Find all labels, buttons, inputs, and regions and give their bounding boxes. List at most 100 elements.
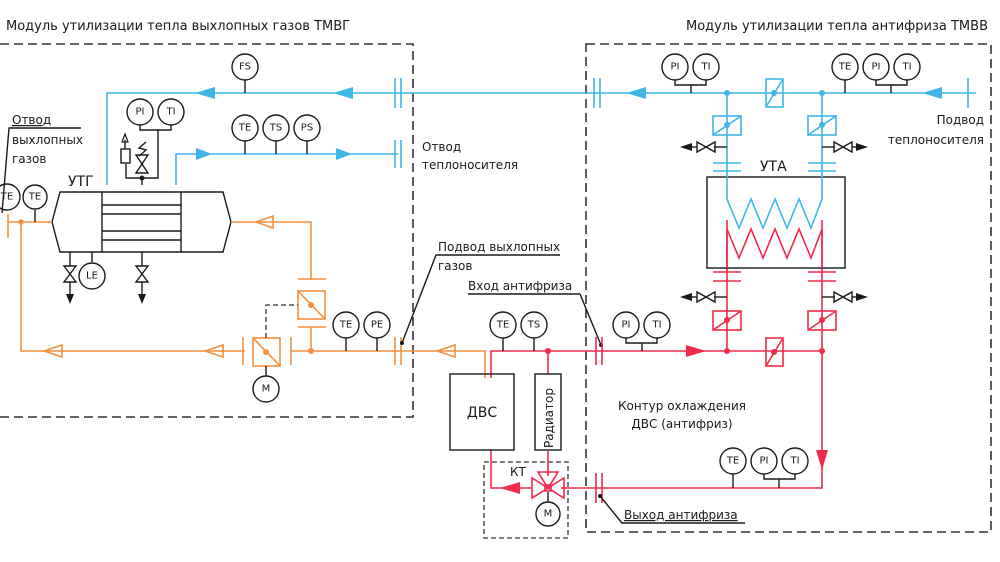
flow-arrow xyxy=(626,87,646,99)
flow-arrow xyxy=(434,343,456,359)
svg-text:Выход антифриза: Выход антифриза xyxy=(624,508,738,522)
instrument-ts-antifreeze: TS xyxy=(520,311,548,351)
instrument-te-antifreeze: TE xyxy=(489,311,517,351)
svg-text:FS: FS xyxy=(239,62,251,73)
svg-text:LE: LE xyxy=(86,271,98,282)
svg-text:TE: TE xyxy=(726,456,739,467)
module-boundary-tmvg xyxy=(0,43,414,418)
flow-arrow xyxy=(195,87,215,99)
svg-text:PI: PI xyxy=(760,456,769,467)
utg-label: УТГ xyxy=(68,174,94,190)
svg-text:теплоносителя: теплоносителя xyxy=(422,158,518,172)
svg-text:TE: TE xyxy=(339,320,352,331)
svg-text:TI: TI xyxy=(789,456,799,467)
flow-arrow xyxy=(196,148,212,160)
antifreeze-bypass-valve xyxy=(765,337,784,367)
coolant-bypass-valve xyxy=(765,78,784,108)
uta-heat-exchanger: УТА xyxy=(706,159,846,269)
svg-text:TI: TI xyxy=(165,107,175,118)
callout-exhaust-out: Отвод выхлопных газов xyxy=(1,113,83,214)
svg-text:TS: TS xyxy=(527,320,540,331)
flow-arrow xyxy=(922,87,942,99)
svg-text:TI: TI xyxy=(651,320,661,331)
flow-arrow xyxy=(816,450,828,470)
svg-text:PS: PS xyxy=(301,123,313,134)
svg-text:TE: TE xyxy=(838,62,851,73)
svg-text:PI: PI xyxy=(136,107,145,118)
svg-text:газов: газов xyxy=(438,259,472,273)
instrument-pi-ti-utg: PI TI xyxy=(125,98,185,185)
svg-text:TE: TE xyxy=(238,123,251,134)
callout-antifreeze-in: Вход антифриза xyxy=(468,279,603,347)
utg-heat-exchanger: УТГ xyxy=(51,174,232,253)
safety-valve xyxy=(120,132,150,174)
svg-text:M: M xyxy=(262,384,271,395)
svg-text:теплоносителя: теплоносителя xyxy=(888,133,984,147)
svg-text:PI: PI xyxy=(872,62,881,73)
svg-text:PE: PE xyxy=(371,320,383,331)
callout-exhaust-in: Подвод выхлопных газов xyxy=(400,240,560,345)
svg-text:TE: TE xyxy=(28,192,41,203)
coolant-drains xyxy=(680,140,868,154)
svg-text:Отвод: Отвод xyxy=(12,113,51,127)
radiator: Радиатор xyxy=(534,373,562,451)
callout-cooling-loop: Контур охлаждения ДВС (антифриз) xyxy=(618,399,746,431)
antifreeze-valve-right xyxy=(807,310,837,331)
callout-coolant-in: Подвод теплоносителя xyxy=(888,113,984,147)
instrument-pi-ti-coolant-out: PI TI xyxy=(661,53,720,93)
module-title-tmvg: Модуль утилизации тепла выхлопных газов … xyxy=(6,19,350,34)
instrument-ps-supply: PS xyxy=(293,114,321,154)
svg-text:Отвод: Отвод xyxy=(422,140,461,154)
dvs-engine: ДВС xyxy=(449,373,515,451)
callout-coolant-out: Отвод теплоносителя xyxy=(422,140,518,172)
instrument-ts-supply: TS xyxy=(262,114,290,154)
uta-label: УТА xyxy=(760,159,787,175)
svg-text:TE: TE xyxy=(0,192,13,203)
svg-text:выхлопных: выхлопных xyxy=(12,133,83,147)
motor-exhaust-valve: M xyxy=(252,366,280,403)
svg-text:TE: TE xyxy=(496,320,509,331)
svg-text:Радиатор: Радиатор xyxy=(542,388,556,448)
instrument-te-exhaust: TE xyxy=(332,311,360,351)
svg-text:ДВС: ДВС xyxy=(467,405,498,421)
instrument-te-exhaust-in: TE TE xyxy=(0,183,48,222)
svg-text:M: M xyxy=(544,509,553,520)
exhaust-line xyxy=(7,214,486,378)
callout-antifreeze-out: Выход антифриза xyxy=(598,494,745,524)
kt-boundary xyxy=(483,461,569,539)
instrument-pe-exhaust: PE xyxy=(363,311,391,351)
coolant-valve-left xyxy=(712,115,742,136)
antifreeze-valve-left xyxy=(712,310,742,331)
svg-text:TI: TI xyxy=(700,62,710,73)
antifreeze-drains xyxy=(680,290,868,304)
module-boundary-tmvv xyxy=(585,43,992,533)
flow-arrow xyxy=(686,345,706,357)
svg-text:PI: PI xyxy=(622,320,631,331)
instrument-te-pi-ti-antifreeze-out: TE PI TI xyxy=(719,447,809,488)
svg-text:TI: TI xyxy=(901,62,911,73)
instrument-te-coolant-in: TE xyxy=(831,53,859,93)
svg-text:Вход антифриза: Вход антифриза xyxy=(468,279,572,293)
coolant-uta-branches xyxy=(712,78,837,177)
instrument-te-supply: TE xyxy=(231,114,259,154)
instrument-pi-ti-coolant-in: PI TI xyxy=(862,53,921,93)
flow-arrow xyxy=(500,482,520,494)
svg-text:TS: TS xyxy=(269,123,282,134)
coolant-supply-line xyxy=(175,140,402,185)
kt-thermostat: КТ M xyxy=(510,465,561,527)
flow-arrow xyxy=(253,214,274,230)
flow-arrow xyxy=(202,343,224,359)
svg-text:ДВС (антифриз): ДВС (антифриз) xyxy=(631,417,732,431)
module-title-tmvv: Модуль утилизации тепла антифриза ТМВВ xyxy=(686,19,988,34)
svg-text:газов: газов xyxy=(12,152,46,166)
svg-text:PI: PI xyxy=(671,62,680,73)
utg-drains: LE xyxy=(62,252,150,304)
instrument-pi-ti-antifreeze-in: PI TI xyxy=(612,311,671,351)
coolant-return-line xyxy=(106,78,976,185)
flow-arrow xyxy=(336,148,352,160)
svg-text:Подвод выхлопных: Подвод выхлопных xyxy=(438,240,560,254)
flow-arrow xyxy=(333,87,353,99)
antifreeze-line xyxy=(490,220,837,503)
svg-text:Подвод: Подвод xyxy=(937,113,984,127)
